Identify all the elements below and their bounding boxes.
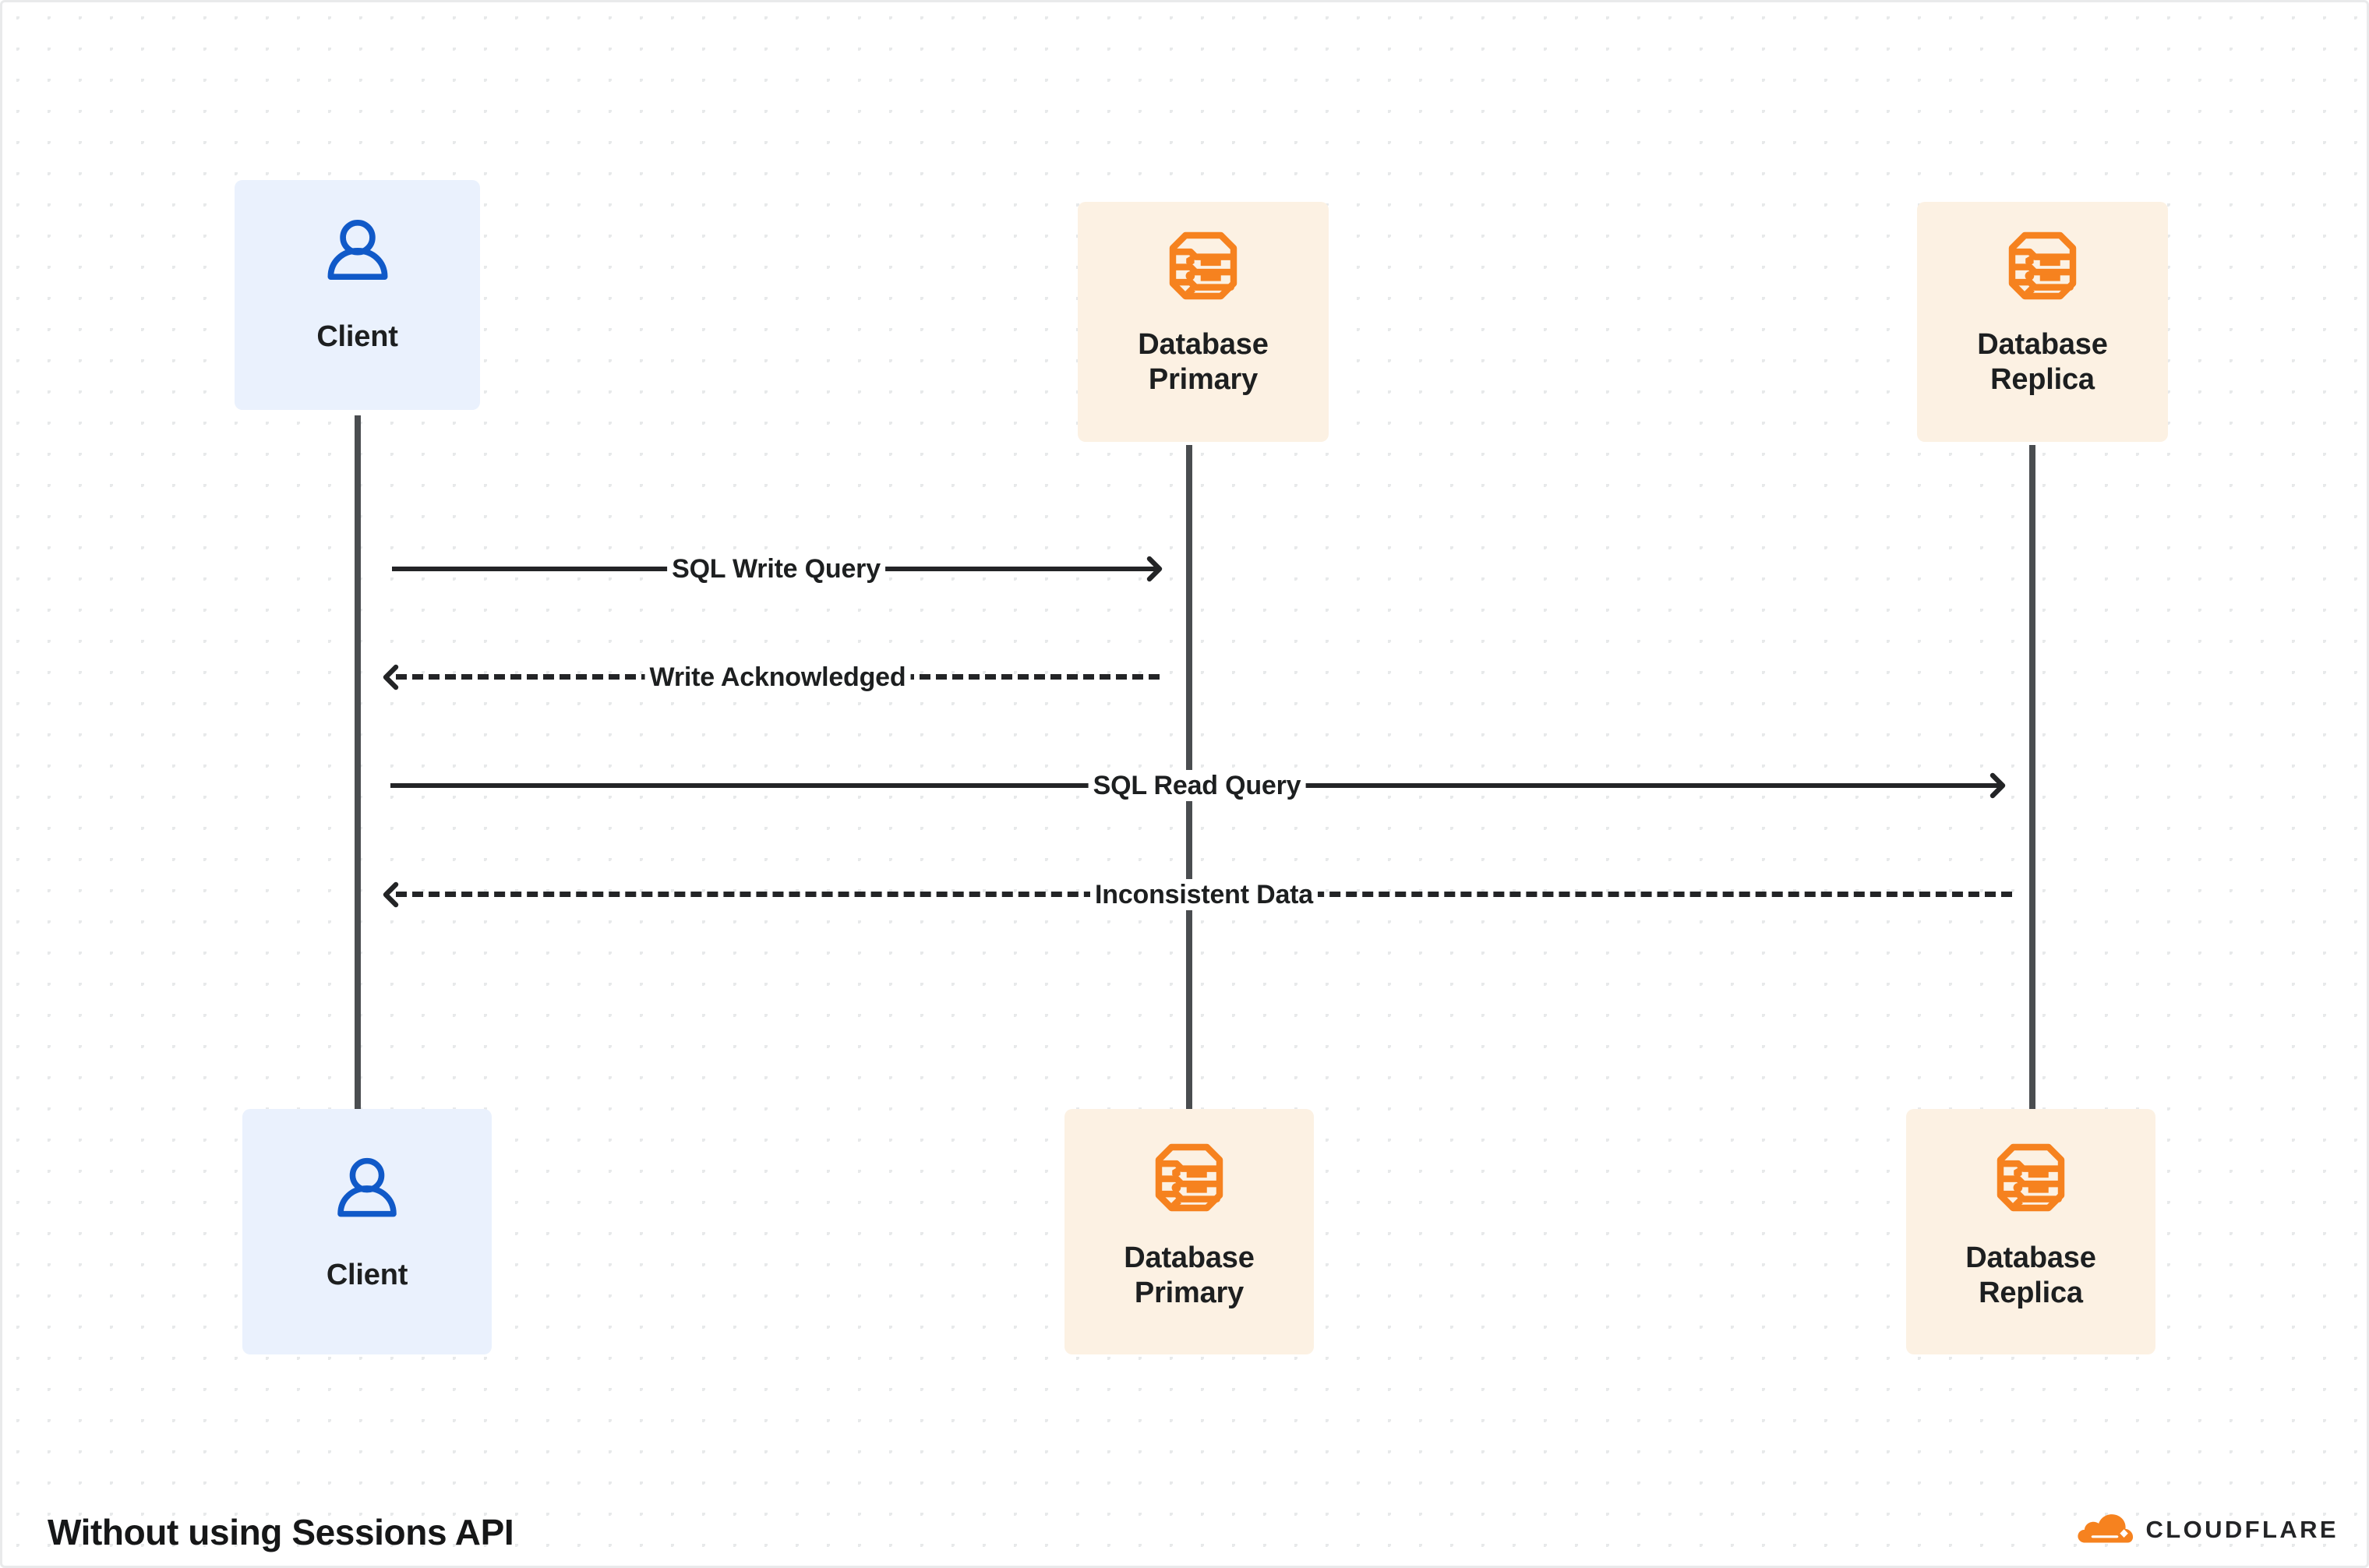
- participant-label: Client: [326, 1259, 408, 1291]
- arrowhead-left: [379, 879, 410, 910]
- message-label: Write Acknowledged: [644, 662, 911, 693]
- participant-client-bottom[interactable]: Client: [242, 1109, 492, 1354]
- message-label: SQL Read Query: [1088, 770, 1306, 801]
- database-icon: [1163, 225, 1244, 310]
- participant-label: Database Primary: [1138, 328, 1269, 396]
- cloudflare-cloud-icon: [2074, 1510, 2134, 1549]
- arrowhead-right: [1134, 553, 1165, 584]
- arrowhead-left: [379, 662, 410, 693]
- lifeline-replica: [2029, 445, 2035, 1121]
- cloudflare-brand: CLOUDFLARE: [2074, 1510, 2339, 1549]
- arrowhead-right: [1977, 770, 2008, 801]
- message-label: Inconsistent Data: [1090, 879, 1318, 910]
- participant-primary-top[interactable]: Database Primary: [1078, 202, 1329, 442]
- participant-label: Database Replica: [1977, 328, 2108, 396]
- database-icon: [1990, 1137, 2071, 1222]
- diagram-title: Without using Sessions API: [48, 1512, 514, 1552]
- participant-label: Database Replica: [1965, 1241, 2096, 1309]
- participant-label: Database Primary: [1124, 1241, 1255, 1309]
- user-icon: [316, 211, 400, 299]
- user-icon: [326, 1150, 408, 1236]
- database-icon: [2002, 225, 2083, 310]
- message-label: SQL Write Query: [667, 553, 885, 584]
- participant-label: Client: [316, 320, 398, 353]
- lifeline-client: [355, 415, 361, 1121]
- participant-replica-bottom[interactable]: Database Replica: [1906, 1109, 2155, 1354]
- cloudflare-wordmark: CLOUDFLARE: [2145, 1516, 2339, 1543]
- participant-primary-bottom[interactable]: Database Primary: [1064, 1109, 1314, 1354]
- participant-replica-top[interactable]: Database Replica: [1917, 202, 2168, 442]
- participant-client-top[interactable]: Client: [235, 180, 480, 410]
- database-icon: [1149, 1137, 1230, 1222]
